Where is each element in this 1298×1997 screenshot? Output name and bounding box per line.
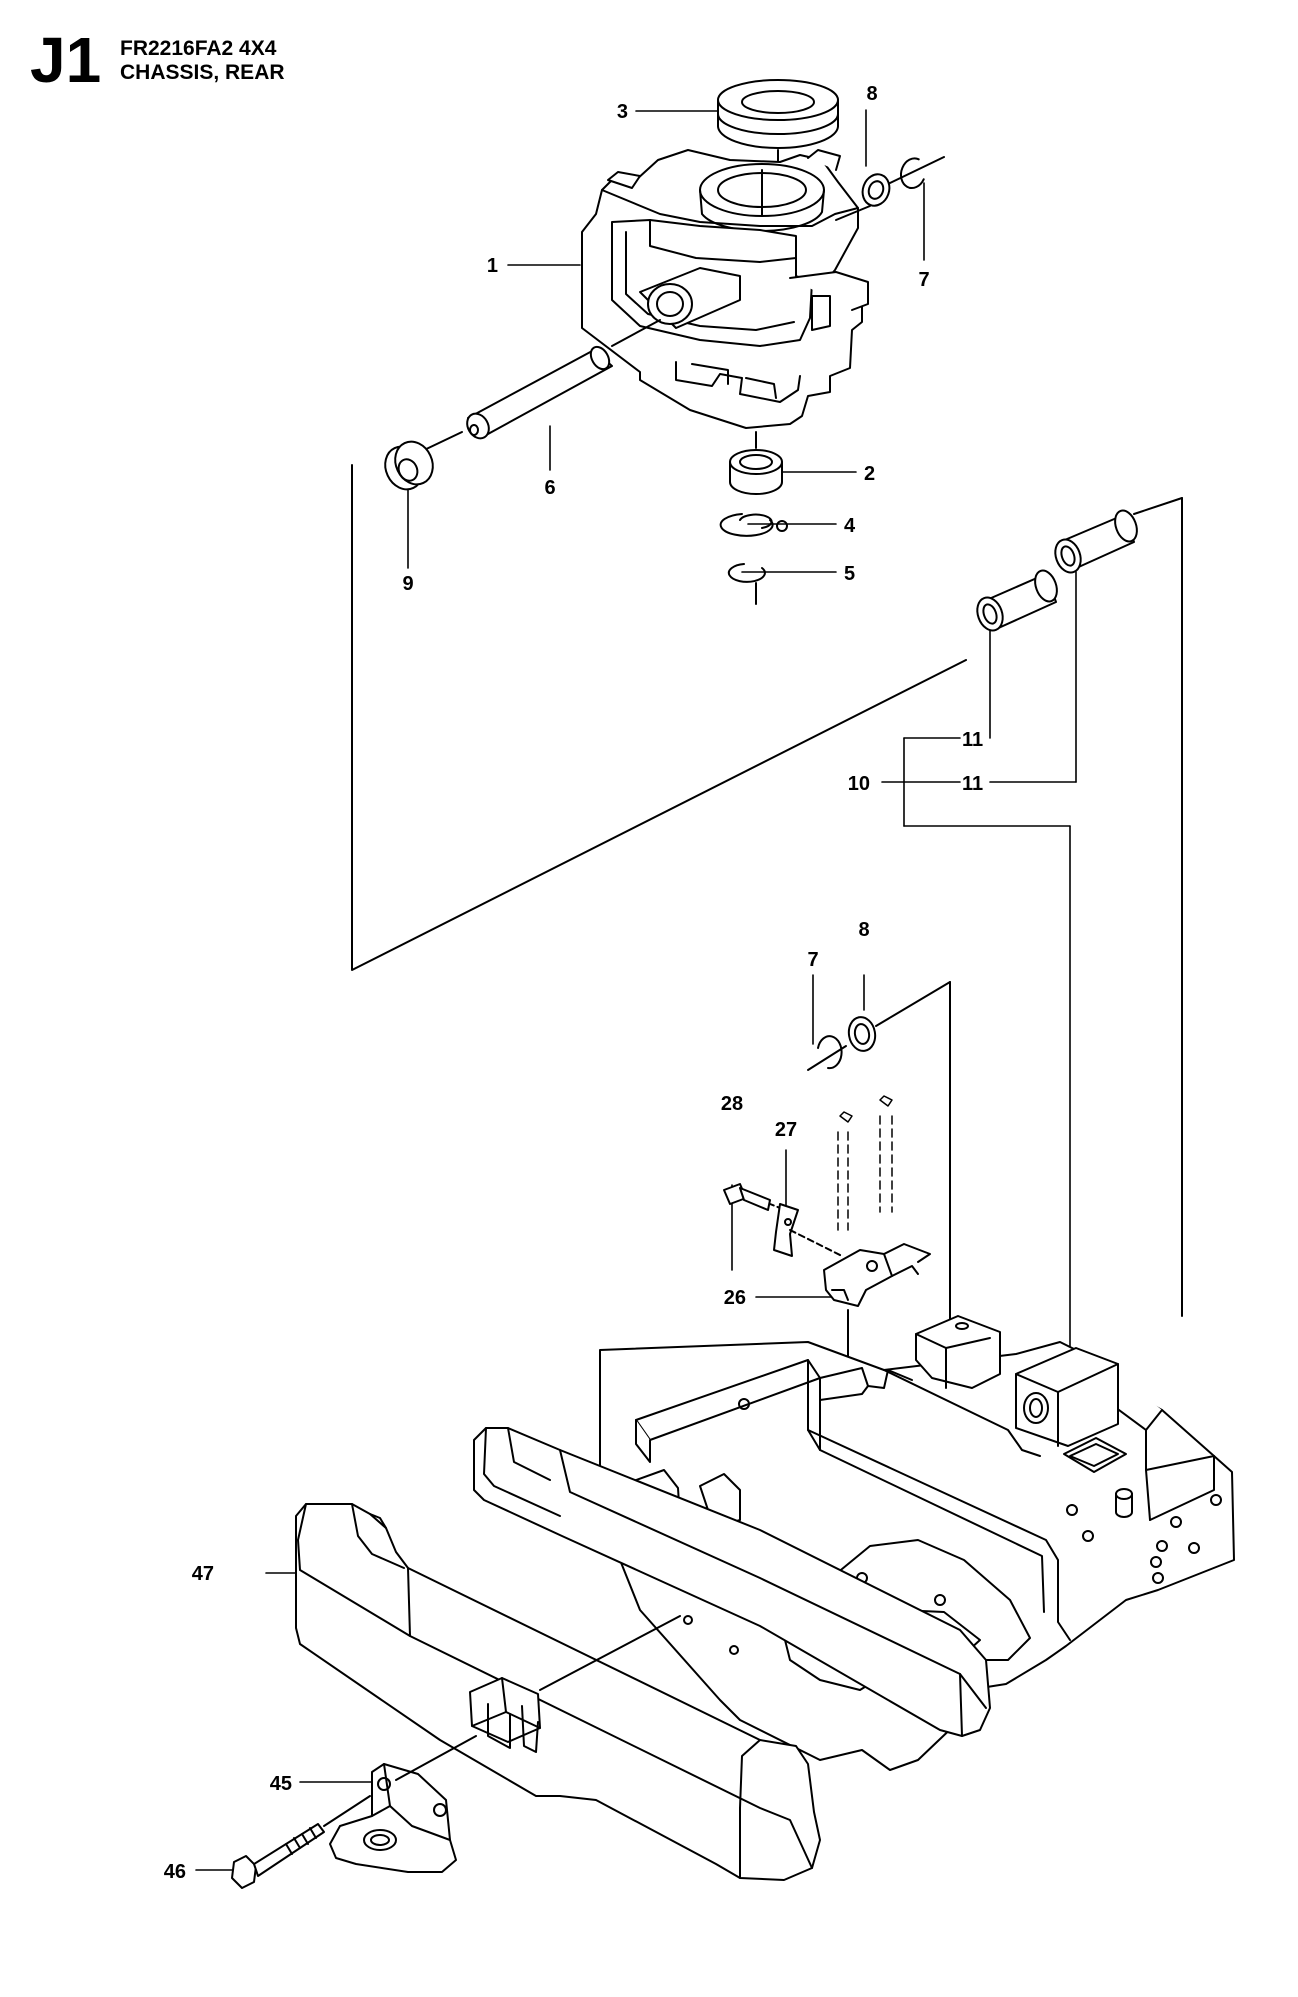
part-2-bearing: [729, 431, 783, 495]
part-3-seal: [717, 79, 839, 169]
part-7-circlip-top: [889, 156, 945, 189]
model-name: FR2216FA2 4X4: [120, 37, 277, 60]
callout-7-mid: 7: [807, 949, 818, 971]
callout-27: 27: [775, 1119, 797, 1141]
part-11-spacer-a: [976, 569, 1058, 632]
part-26-sensor-bracket: [823, 1243, 931, 1375]
part-46-hitch-bolt: [231, 1795, 371, 1889]
callout-6: 6: [544, 477, 555, 499]
callout-8-mid: 8: [858, 919, 869, 941]
part-7-circlip-mid: [807, 1035, 847, 1071]
part-9-bushing: [351, 440, 967, 971]
callout-3: 3: [617, 101, 628, 123]
callout-1: 1: [487, 255, 498, 277]
callout-46: 46: [164, 1861, 186, 1883]
callout-11-lower: 11: [962, 773, 983, 795]
part-11-spacer-b: [1054, 497, 1183, 1317]
callout-5: 5: [844, 563, 855, 585]
page-title: CHASSIS, REAR: [120, 61, 285, 84]
leader-lines: [195, 109, 1077, 1871]
callout-9: 9: [402, 573, 413, 595]
callout-8-top: 8: [866, 83, 877, 105]
part-8-washer-top: [861, 173, 891, 207]
callout-28: 28: [721, 1093, 743, 1115]
callout-26: 26: [724, 1287, 746, 1309]
callout-10: 10: [848, 773, 870, 795]
part-45-hitch-bracket: [329, 1735, 477, 1873]
callout-labels: 1 2 3 4 5 6 7 7 8 8 9 10 11 11 26 27 28 …: [164, 83, 983, 1883]
callout-11-upper: 11: [962, 729, 983, 751]
callout-47: 47: [192, 1563, 214, 1585]
part-1-pivot-housing: [581, 149, 871, 429]
upper-bumper-bar: [473, 1427, 991, 1737]
section-code: J1: [30, 24, 102, 96]
callout-7-top: 7: [918, 269, 929, 291]
part-6-pivot-pin: [419, 319, 661, 453]
callout-45: 45: [270, 1773, 292, 1795]
part-27-bracket: [773, 1203, 843, 1257]
callout-4: 4: [844, 515, 856, 537]
part-47-bumper: [295, 1503, 821, 1881]
dashed-fastener-axes: [837, 1095, 893, 1231]
callout-2: 2: [864, 463, 875, 485]
part-4-circlip: [719, 513, 788, 537]
part-5-retaining-ring: [727, 563, 766, 605]
